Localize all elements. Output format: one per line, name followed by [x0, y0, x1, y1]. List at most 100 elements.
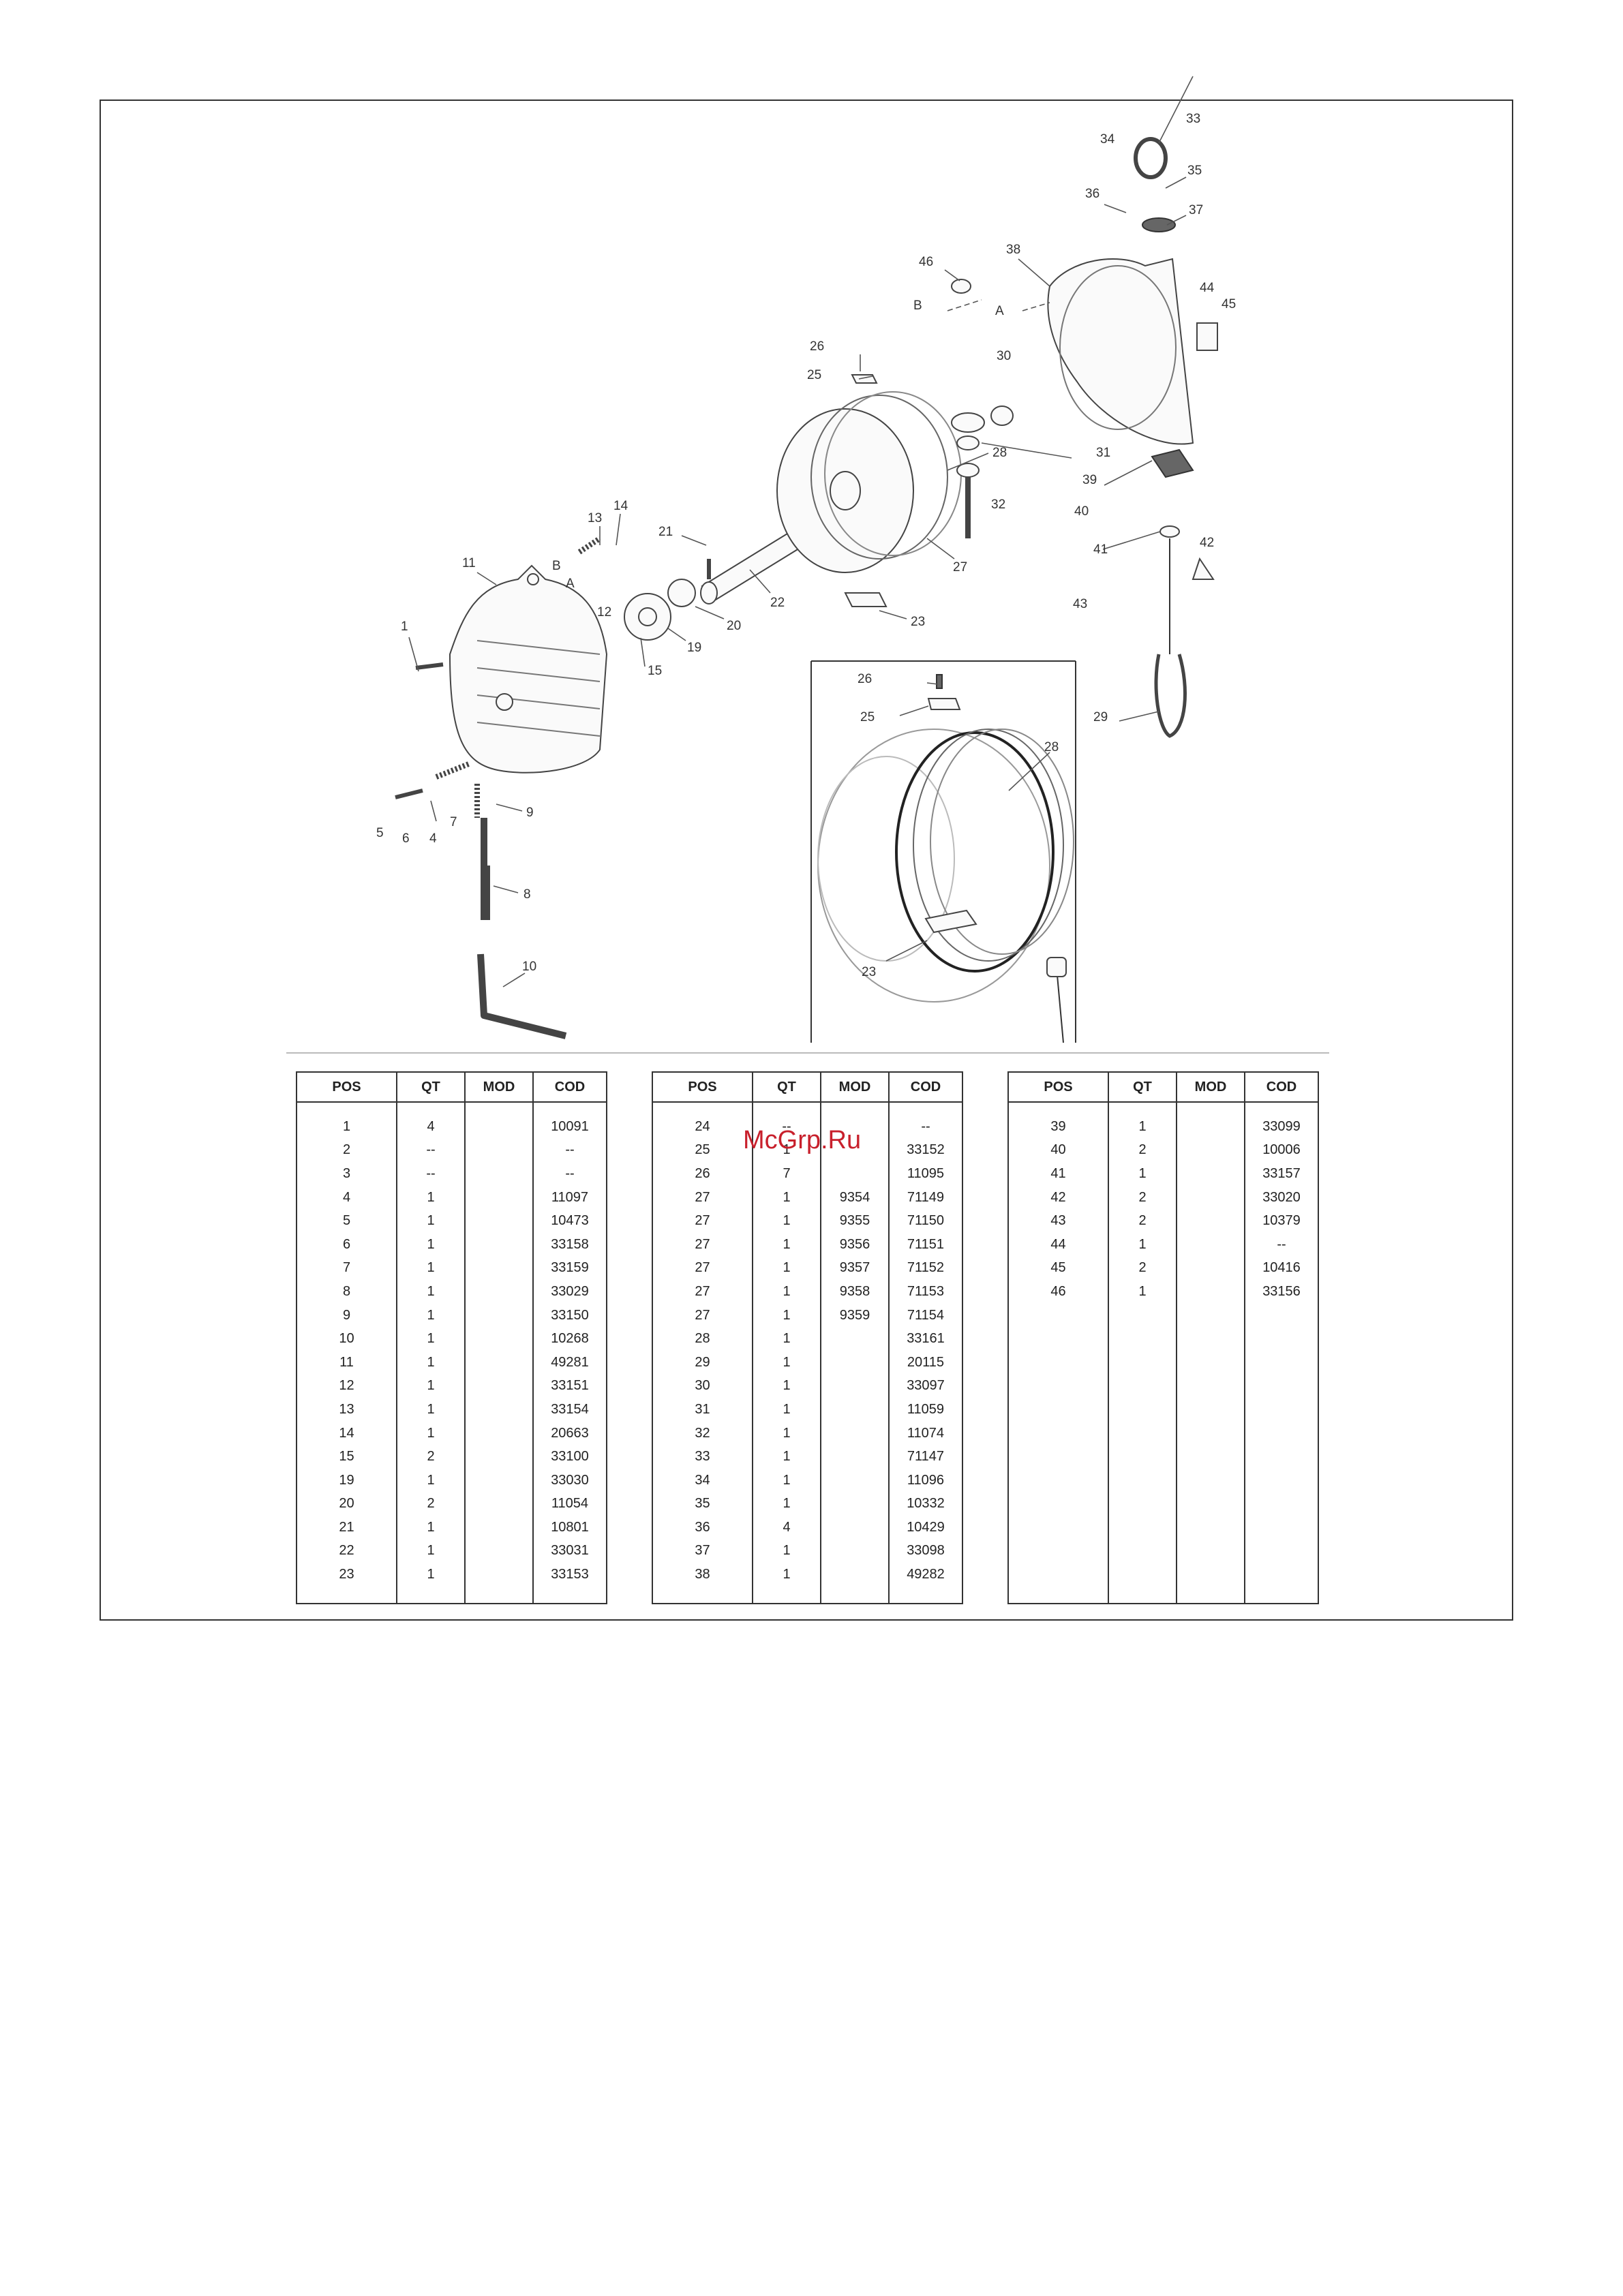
cod-cell: 33153 — [532, 1563, 607, 1587]
cod-cell: 71150 — [888, 1209, 963, 1233]
cod-cell: 33158 — [532, 1232, 607, 1257]
qt-cell: 1 — [752, 1185, 821, 1210]
mod-cell — [820, 1350, 890, 1375]
small-parts — [395, 279, 1215, 920]
callout: 36 — [1085, 187, 1099, 201]
qt-cell: 1 — [752, 1539, 821, 1563]
exploded-parts-diagram: 1 4 5 6 7 8 9 10 11 12 13 14 15 19 20 21… — [376, 76, 1236, 1043]
cod-cell: 71153 — [888, 1280, 963, 1304]
mod-cell — [820, 1539, 890, 1563]
cod-cell: -- — [1244, 1232, 1319, 1257]
mod-cell: 9356 — [820, 1232, 890, 1257]
callout: 37 — [1189, 203, 1203, 217]
mod-cell — [820, 1138, 890, 1163]
mod-cell — [820, 1445, 890, 1469]
pos-cell: 11 — [296, 1350, 397, 1375]
mod-cell — [1176, 1232, 1245, 1257]
table-row: 24---- — [652, 1115, 963, 1139]
pos-cell: 27 — [652, 1209, 753, 1233]
mod-cell — [464, 1256, 534, 1281]
pos-cell: 42 — [1007, 1185, 1109, 1210]
callout: 45 — [1222, 297, 1236, 311]
qt-cell: 1 — [752, 1256, 821, 1281]
hex-key-part — [477, 953, 567, 1039]
qt-cell: 1 — [1108, 1232, 1177, 1257]
mod-cell — [464, 1445, 534, 1469]
column-header: COD — [532, 1071, 607, 1103]
callout: 20 — [727, 619, 741, 633]
mod-cell — [820, 1563, 890, 1587]
qt-cell: 4 — [752, 1516, 821, 1540]
mod-cell: 9359 — [820, 1303, 890, 1328]
cod-cell: 10268 — [532, 1327, 607, 1351]
callout: 9 — [526, 806, 534, 820]
pos-cell: 21 — [296, 1516, 397, 1540]
cod-cell: 33030 — [532, 1468, 607, 1493]
qt-cell: 1 — [752, 1232, 821, 1257]
pos-cell: 28 — [652, 1327, 753, 1351]
detail-callout: 23 — [862, 965, 876, 979]
column-header: QT — [396, 1071, 466, 1103]
table-row: 2---- — [296, 1138, 607, 1163]
cod-cell: 33098 — [888, 1539, 963, 1563]
pos-cell: 31 — [652, 1398, 753, 1422]
qt-cell: 1 — [396, 1539, 466, 1563]
column-header: QT — [1108, 1071, 1177, 1103]
callout: 32 — [991, 498, 1005, 512]
mod-cell — [820, 1327, 890, 1351]
callout: 43 — [1073, 597, 1087, 611]
cod-cell: 10429 — [888, 1516, 963, 1540]
mod-cell — [464, 1232, 534, 1257]
shaft-part — [700, 530, 806, 604]
column-header: POS — [296, 1071, 397, 1103]
pos-cell: 37 — [652, 1539, 753, 1563]
pos-cell: 46 — [1007, 1280, 1109, 1304]
cod-cell: 20115 — [888, 1350, 963, 1375]
pos-cell: 2 — [296, 1138, 397, 1163]
mod-cell — [820, 1421, 890, 1445]
rear-housing-part — [1047, 258, 1218, 445]
callout-labels: 1 4 5 6 7 8 9 10 11 12 13 14 15 19 20 21… — [376, 76, 1236, 988]
qt-cell: 1 — [396, 1280, 466, 1304]
mod-cell — [464, 1374, 534, 1398]
mod-cell — [1176, 1138, 1245, 1163]
mod-cell: 9357 — [820, 1256, 890, 1281]
view-marker: B — [552, 559, 561, 573]
qt-cell: 1 — [396, 1468, 466, 1493]
cod-cell: 33157 — [1244, 1162, 1319, 1186]
mod-cell — [1176, 1185, 1245, 1210]
drum-part — [776, 391, 962, 573]
pos-cell: 10 — [296, 1327, 397, 1351]
pos-cell: 43 — [1007, 1209, 1109, 1233]
pos-cell: 45 — [1007, 1256, 1109, 1281]
callout: 5 — [376, 826, 384, 840]
cod-cell: 11097 — [532, 1185, 607, 1210]
mod-cell: 9354 — [820, 1185, 890, 1210]
gear-part — [624, 579, 696, 641]
pos-cell: 14 — [296, 1421, 397, 1445]
callout: 25 — [807, 368, 821, 382]
detail-inset — [810, 660, 1076, 1043]
mod-cell — [464, 1563, 534, 1587]
cod-cell: 33150 — [532, 1303, 607, 1328]
